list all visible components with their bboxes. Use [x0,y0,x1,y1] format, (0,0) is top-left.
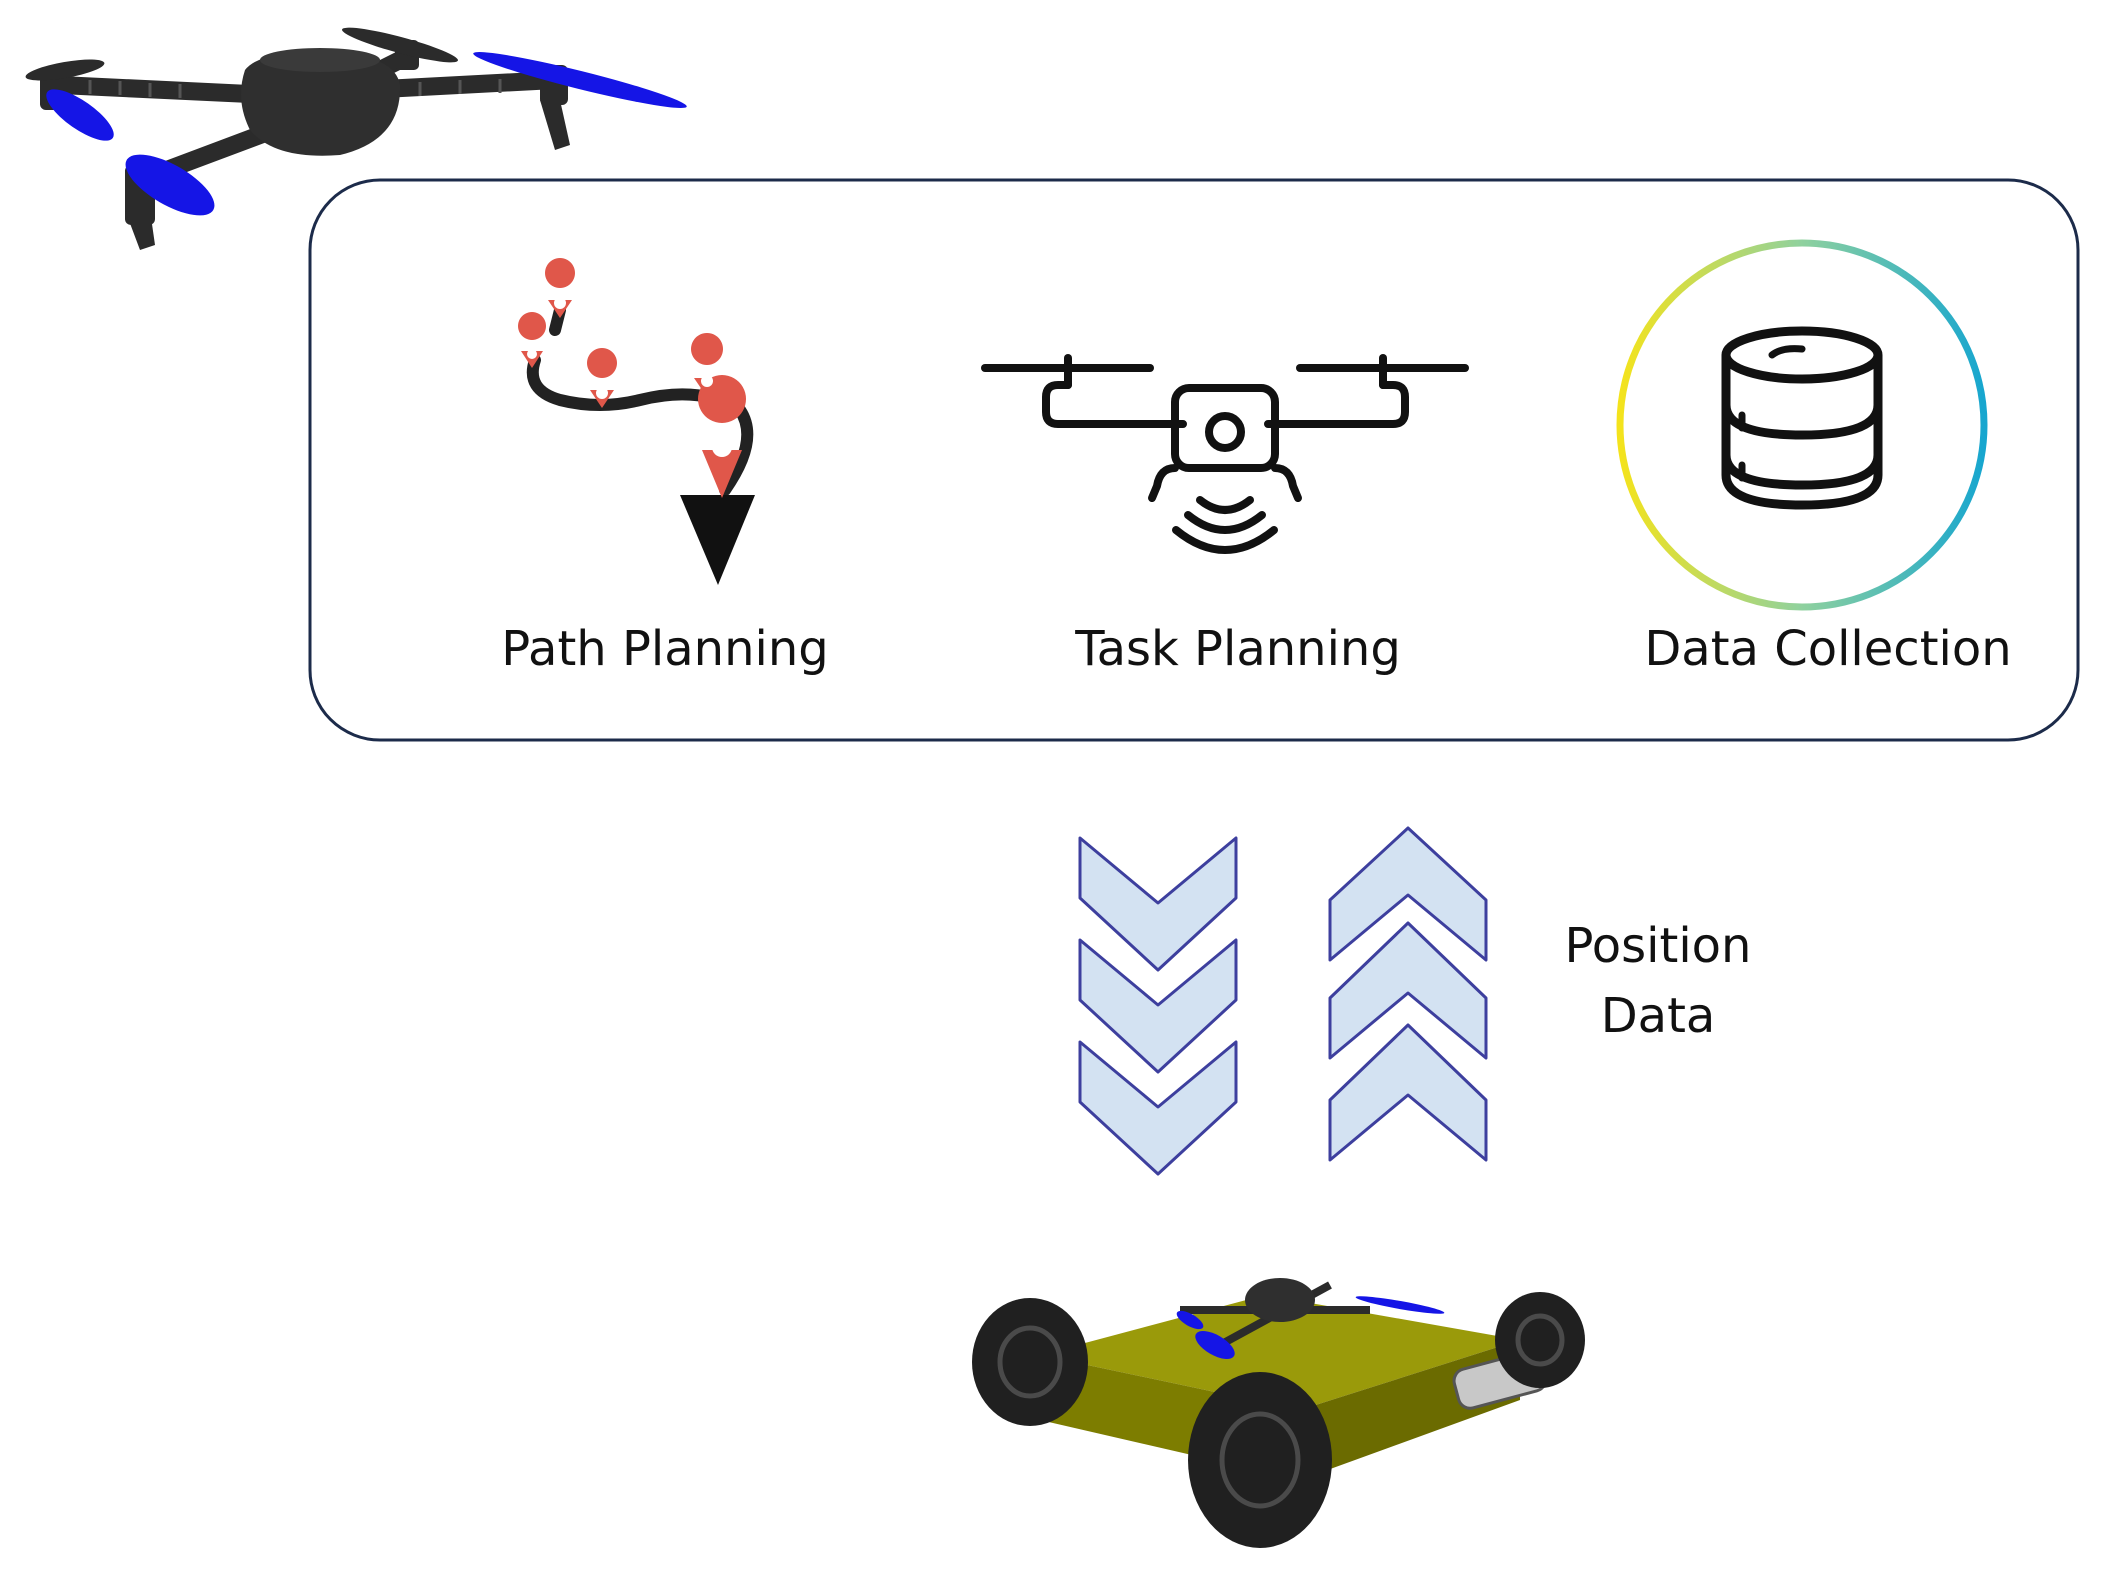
uplink-chevrons [1328,826,1488,1162]
camera-drone-icon [981,354,1469,554]
database-icon [1616,239,1988,611]
path-planning-label: Path Planning [501,621,828,677]
data-collection-label: Data Collection [1644,621,2011,677]
task-planning-label: Task Planning [1074,621,1401,677]
route-pins-icon [518,258,755,585]
position-data-label-line1: Position [1565,918,1752,974]
position-data-label-line2: Data [1601,988,1716,1044]
downlink-chevrons [1078,836,1238,1176]
modules-panel [308,178,2080,742]
quadcopter-drone-image [25,27,687,250]
mecanum-rover-with-drone-image [972,1278,1585,1548]
